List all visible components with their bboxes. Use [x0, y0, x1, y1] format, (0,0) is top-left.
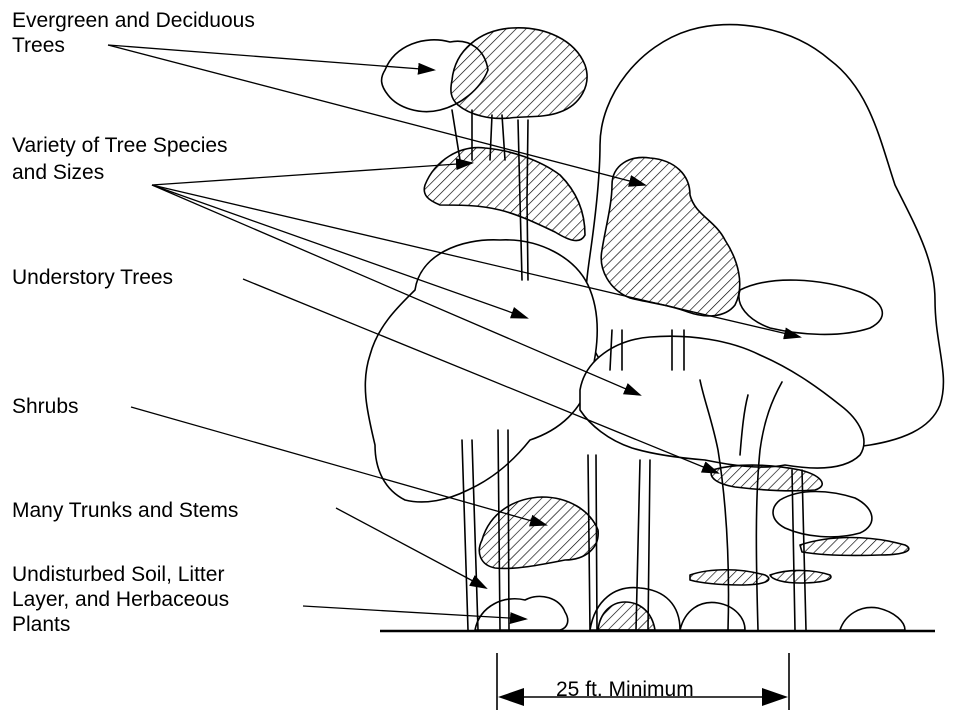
label-trunks: Many Trunks and Stems	[12, 498, 238, 523]
label-variety-line1: Variety of Tree Species	[12, 133, 228, 158]
ground-shrub-4	[840, 607, 905, 630]
evergreen-crown-shrub-left	[479, 497, 598, 568]
label-variety-line2: and Sizes	[12, 160, 104, 185]
label-soil-line1: Undisturbed Soil, Litter	[12, 562, 229, 587]
right-low-shrub	[773, 492, 872, 537]
ground-shrub-1	[475, 596, 568, 630]
label-soil-block: Undisturbed Soil, Litter Layer, and Herb…	[12, 562, 229, 642]
label-soil-line3: Plants	[12, 612, 229, 637]
dimension-label: 25 ft. Minimum	[556, 677, 694, 702]
evergreen-crown-mid-left	[424, 148, 585, 241]
label-shrubs: Shrubs	[12, 394, 79, 419]
label-soil-line2: Layer, and Herbaceous	[12, 587, 229, 612]
evergreen-crown-top	[451, 28, 587, 119]
evergreen-crown-far-right	[800, 538, 909, 556]
ground-shrub-3	[680, 602, 745, 630]
evergreen-crown-right-spray	[711, 465, 822, 491]
label-understory: Understory Trees	[12, 265, 173, 290]
label-evergreen-line2: Trees	[12, 33, 65, 58]
left-tree-crown	[365, 240, 597, 502]
leader-variety-1	[152, 163, 472, 185]
leader-trunks	[336, 508, 486, 588]
evergreen-crown-low-right-2	[770, 570, 831, 583]
label-evergreen-line1: Evergreen and Deciduous	[12, 8, 255, 33]
